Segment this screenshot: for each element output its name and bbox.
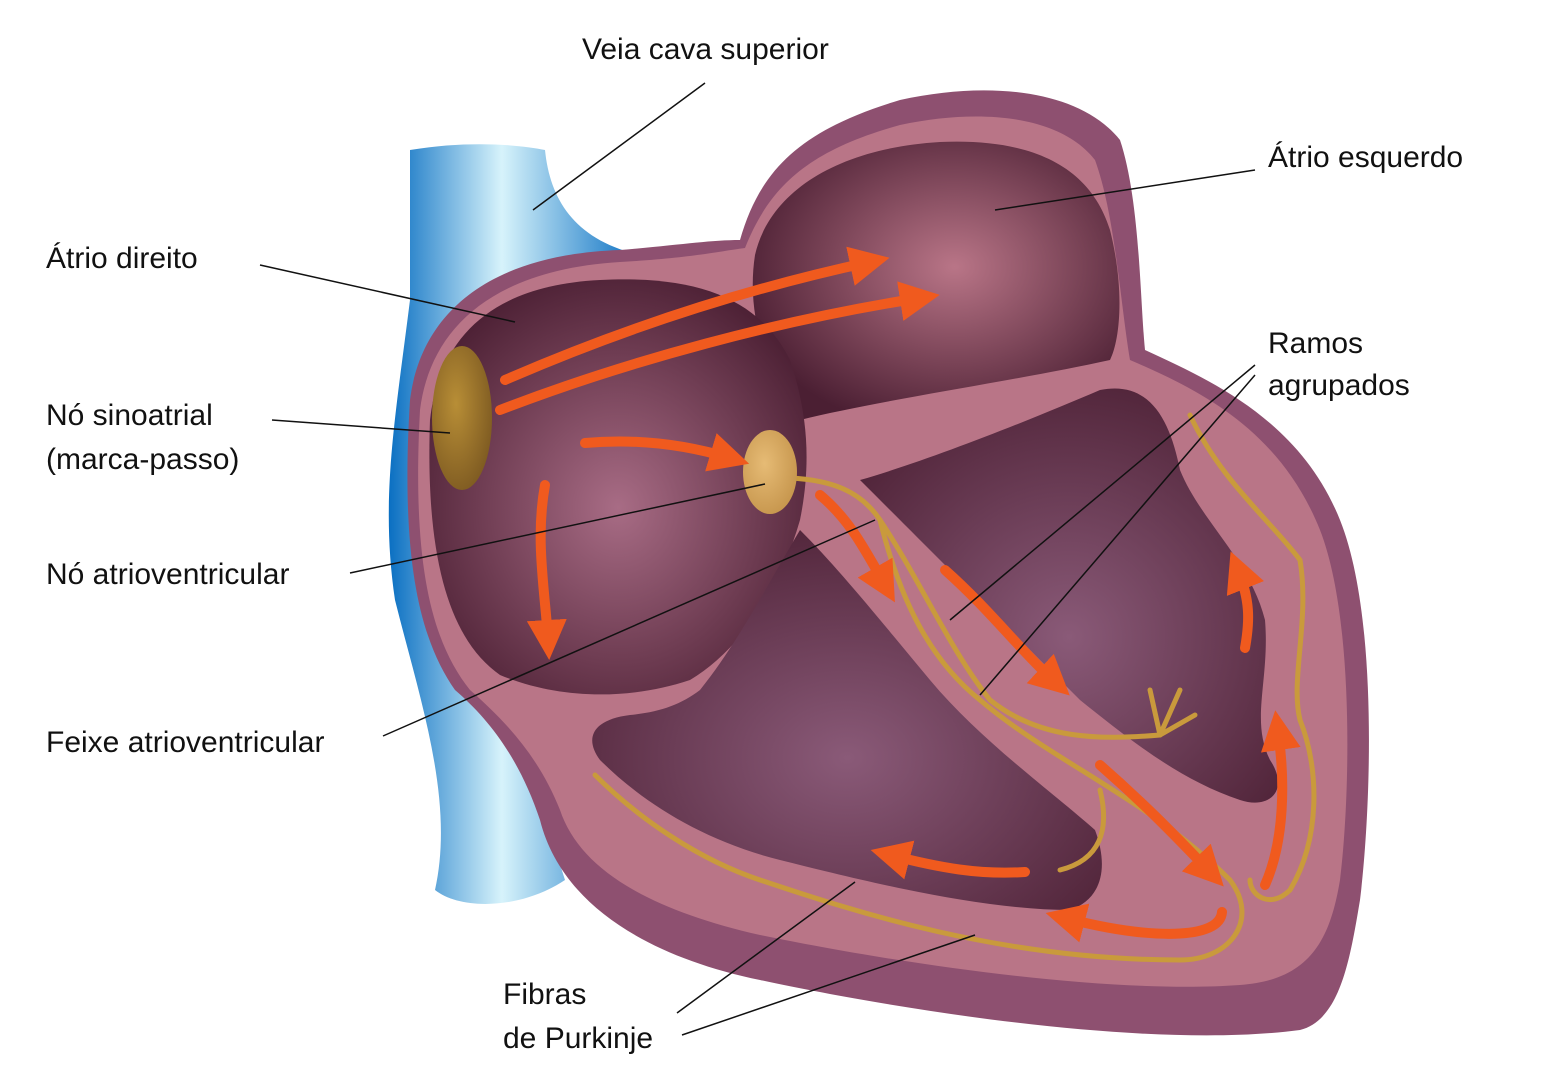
label-left-atrium: Átrio esquerdo (1268, 141, 1464, 174)
label-purkinje-fibers-line2: de Purkinje (503, 1022, 654, 1055)
label-atrioventricular-bundle: Feixe atrioventricular (46, 726, 325, 759)
sinoatrial-node (432, 346, 492, 490)
label-bundle-branches-line1: Ramos (1268, 327, 1364, 360)
label-bundle-branches-line2: agrupados (1268, 369, 1410, 402)
leader-lines (259, 82, 1256, 1036)
label-purkinje-fibers-line1: Fibras (503, 978, 587, 1011)
impulse-arrows (495, 246, 1301, 943)
label-sinoatrial-node-line2: (marca-passo) (46, 443, 240, 476)
atrioventricular-node (743, 430, 797, 514)
label-superior-vena-cava: Veia cava superior (582, 33, 829, 66)
conduction-pathways (592, 412, 1317, 963)
label-atrioventricular-node: Nó atrioventricular (46, 558, 290, 591)
left-atrium-chamber (752, 141, 1120, 421)
right-ventricle-chamber (592, 530, 1102, 910)
label-sinoatrial-node-line1: Nó sinoatrial (46, 399, 213, 432)
label-right-atrium: Átrio direito (46, 242, 198, 275)
